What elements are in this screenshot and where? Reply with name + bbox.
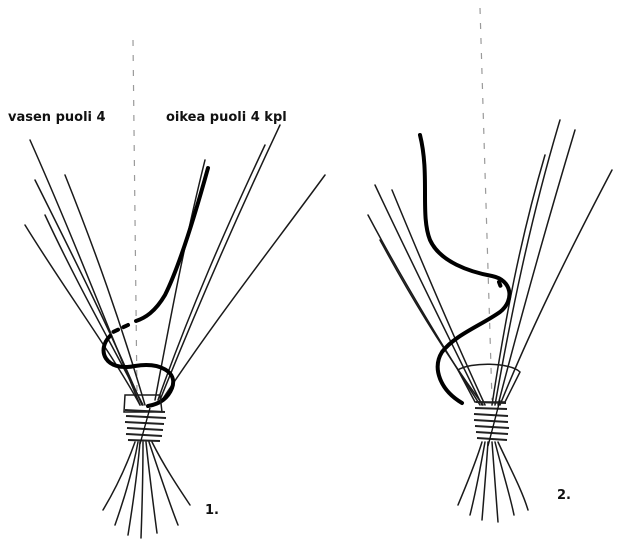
figure-2-binding: [474, 400, 509, 446]
figure-2-right-strands: [492, 120, 612, 405]
figure-1-center-guide: [133, 40, 137, 395]
figure-1-binding: [125, 408, 166, 444]
step-2-label: 2.: [557, 488, 571, 503]
strand: [155, 160, 205, 400]
figure-2: 2.: [368, 8, 612, 522]
figure-2-tail: [458, 442, 528, 522]
figure-1: vasen puoli 4 oikea puoli 4 kpl 1.: [8, 40, 325, 538]
strand: [45, 215, 143, 405]
right-side-label: oikea puoli 4 kpl: [166, 110, 287, 125]
strand: [65, 175, 145, 405]
step-1-label: 1.: [205, 503, 219, 518]
strand: [162, 175, 325, 400]
figure-2-working-strand-hidden: [499, 282, 502, 290]
left-side-label: vasen puoli 4: [8, 110, 106, 125]
figure-1-tail: [103, 442, 190, 538]
figure-2-center-guide: [480, 8, 492, 400]
figure-2-working-strand: [420, 135, 509, 403]
strand: [25, 225, 140, 405]
